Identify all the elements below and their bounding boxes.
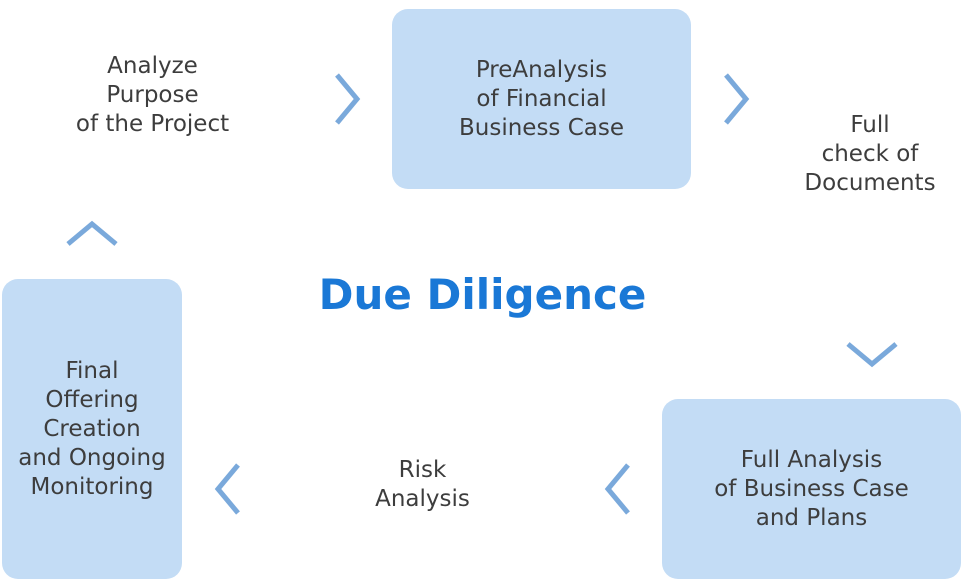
step-preanalysis: PreAnalysis of Financial Business Case bbox=[392, 9, 691, 189]
step-label: Final Offering Creation and Ongoing Moni… bbox=[18, 357, 166, 500]
step-final-offering: Final Offering Creation and Ongoing Moni… bbox=[2, 279, 182, 579]
chevron-down-icon bbox=[845, 340, 899, 370]
step-label: Full check of Documents bbox=[804, 111, 936, 196]
chevron-left-icon bbox=[212, 462, 242, 516]
step-full-check-documents: Full check of Documents bbox=[775, 104, 965, 204]
step-analyze-purpose: Analyze Purpose of the Project bbox=[40, 45, 265, 145]
step-label: Risk Analysis bbox=[375, 457, 470, 512]
step-risk-analysis: Risk Analysis bbox=[330, 450, 515, 520]
diagram-title: Due Diligence bbox=[318, 269, 647, 319]
step-label: PreAnalysis of Financial Business Case bbox=[458, 56, 625, 141]
chevron-up-icon bbox=[65, 218, 119, 248]
chevron-right-icon bbox=[333, 72, 363, 126]
step-label: Analyze Purpose of the Project bbox=[75, 52, 230, 137]
step-label: Full Analysis of Business Case and Plans bbox=[714, 446, 909, 531]
chevron-left-icon bbox=[602, 462, 632, 516]
step-full-analysis: Full Analysis of Business Case and Plans bbox=[662, 399, 961, 579]
chevron-right-icon bbox=[722, 72, 752, 126]
